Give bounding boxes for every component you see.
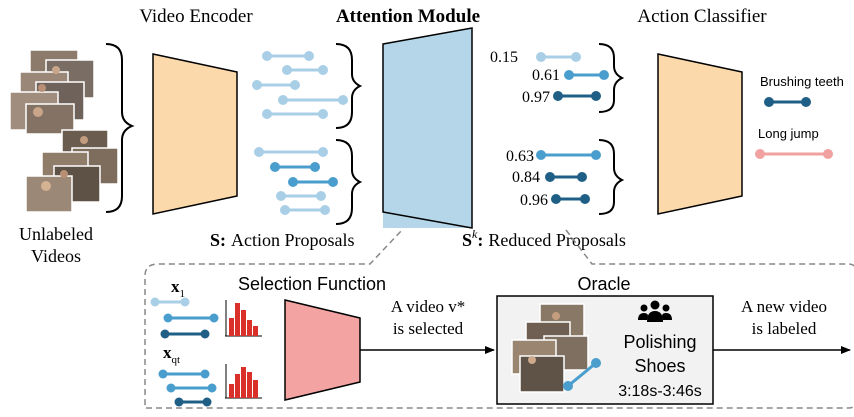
class-brushing-teeth: Brushing teeth (760, 74, 844, 89)
score-label: 0.97 (522, 89, 550, 106)
class-brushing-teeth-segment (764, 97, 811, 107)
selection-function-block (284, 299, 361, 401)
unlabeled-video-stack-top (9, 49, 95, 135)
x1-histogram (225, 300, 262, 337)
reduced-proposals-caption: Sk:Reduced Proposals (462, 227, 626, 250)
xqt-proposals (158, 369, 217, 407)
video-encoder-block (152, 53, 238, 215)
oracle-time-range: 3:18s-3:46s (618, 383, 702, 400)
oracle-video-frames (511, 303, 589, 393)
videos-brace (105, 43, 135, 213)
action-classifier-block (657, 53, 743, 215)
score-label: 0.84 (512, 169, 540, 186)
oracle-segment (563, 358, 601, 391)
selected-text-line1: A video v* (391, 297, 466, 316)
selection-function-title: Selection Function (238, 274, 386, 294)
oracle-title: Oracle (577, 274, 630, 294)
unlabeled-label-line1: Unlabeled (19, 224, 93, 244)
attention-module-block (382, 27, 473, 229)
proposals-brace-1 (335, 43, 363, 129)
class-long-jump-segment (755, 149, 833, 159)
action-proposals-caption: S:Action Proposals (210, 230, 355, 250)
labeled-text-line2: is labeled (752, 319, 817, 338)
selected-text-line2: is selected (393, 319, 464, 338)
reduced-brace-1 (598, 43, 625, 113)
xqt-label: xqt (163, 343, 180, 366)
oracle-label-line1: Polishing (623, 332, 696, 352)
proposals-brace-2 (335, 139, 363, 225)
score-label: 0.96 (520, 192, 548, 209)
action-proposals-group-1 (252, 51, 348, 119)
score-label: 0.63 (506, 148, 534, 165)
score-label: 0.61 (532, 67, 560, 84)
class-long-jump: Long jump (758, 126, 819, 141)
x1-label: x1 (171, 277, 185, 300)
reduced-brace-2 (598, 139, 625, 215)
action-proposals-group-2 (254, 147, 338, 215)
reduced-proposals-group-2: 0.63 0.84 0.96 (506, 148, 601, 209)
xqt-histogram (225, 364, 262, 399)
attention-module-heading: Attention Module (336, 6, 480, 27)
reduced-proposals-group-1: 0.15 0.61 0.97 (490, 49, 609, 106)
oracle-label-line2: Shoes (634, 356, 685, 376)
unlabeled-video-stack-bottom (25, 129, 119, 213)
dashed-container-right (192, 229, 854, 409)
score-label: 0.15 (490, 49, 518, 66)
x1-proposals (150, 297, 219, 339)
video-encoder-heading: Video Encoder (139, 6, 253, 27)
action-classifier-heading: Action Classifier (637, 6, 767, 27)
unlabeled-label-line2: Videos (31, 246, 81, 266)
labeled-text-line1: A new video (741, 297, 827, 316)
people-group-icon (638, 300, 672, 322)
